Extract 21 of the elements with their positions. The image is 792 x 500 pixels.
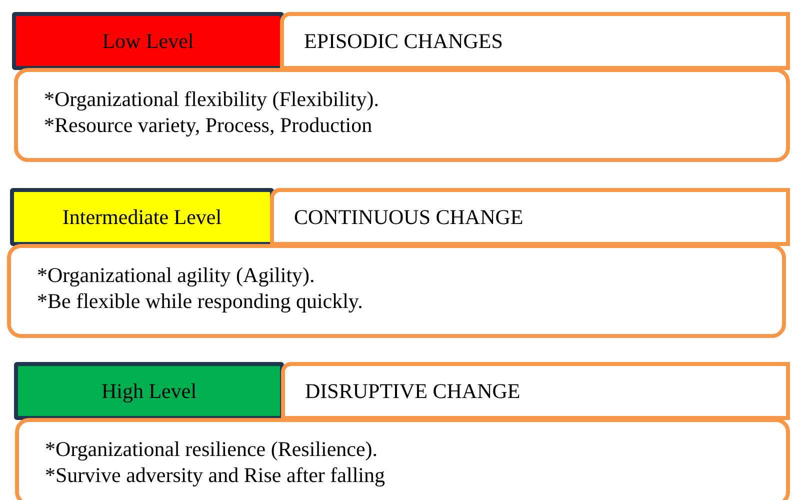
change-type-box (280, 12, 790, 70)
change-type-box (270, 188, 790, 246)
description-text: *Organizational flexibility (Flexibility). (44, 86, 380, 112)
level-label: High Level (101, 378, 197, 404)
level-box (14, 362, 284, 420)
description-box (14, 68, 790, 162)
description-text: *Be flexible while responding quickly. (37, 288, 364, 314)
level-box (10, 188, 274, 246)
change-type-label: DISRUPTIVE CHANGE (305, 378, 520, 404)
change-type-label: EPISODIC CHANGES (304, 28, 503, 54)
description-text: *Organizational resilience (Resilience). (45, 436, 379, 462)
description-text: *Survive adversity and Rise after falling (45, 462, 386, 488)
level-label: Intermediate Level (62, 204, 222, 230)
change-type-label: CONTINUOUS CHANGE (294, 204, 524, 230)
description-box (15, 418, 790, 500)
description-text: *Organizational agility (Agility). (37, 262, 316, 288)
description-box (7, 244, 786, 338)
level-label: Low Level (102, 28, 194, 54)
description-text: *Resource variety, Process, Production (44, 112, 374, 138)
level-box (12, 12, 284, 70)
change-type-box (281, 362, 790, 420)
